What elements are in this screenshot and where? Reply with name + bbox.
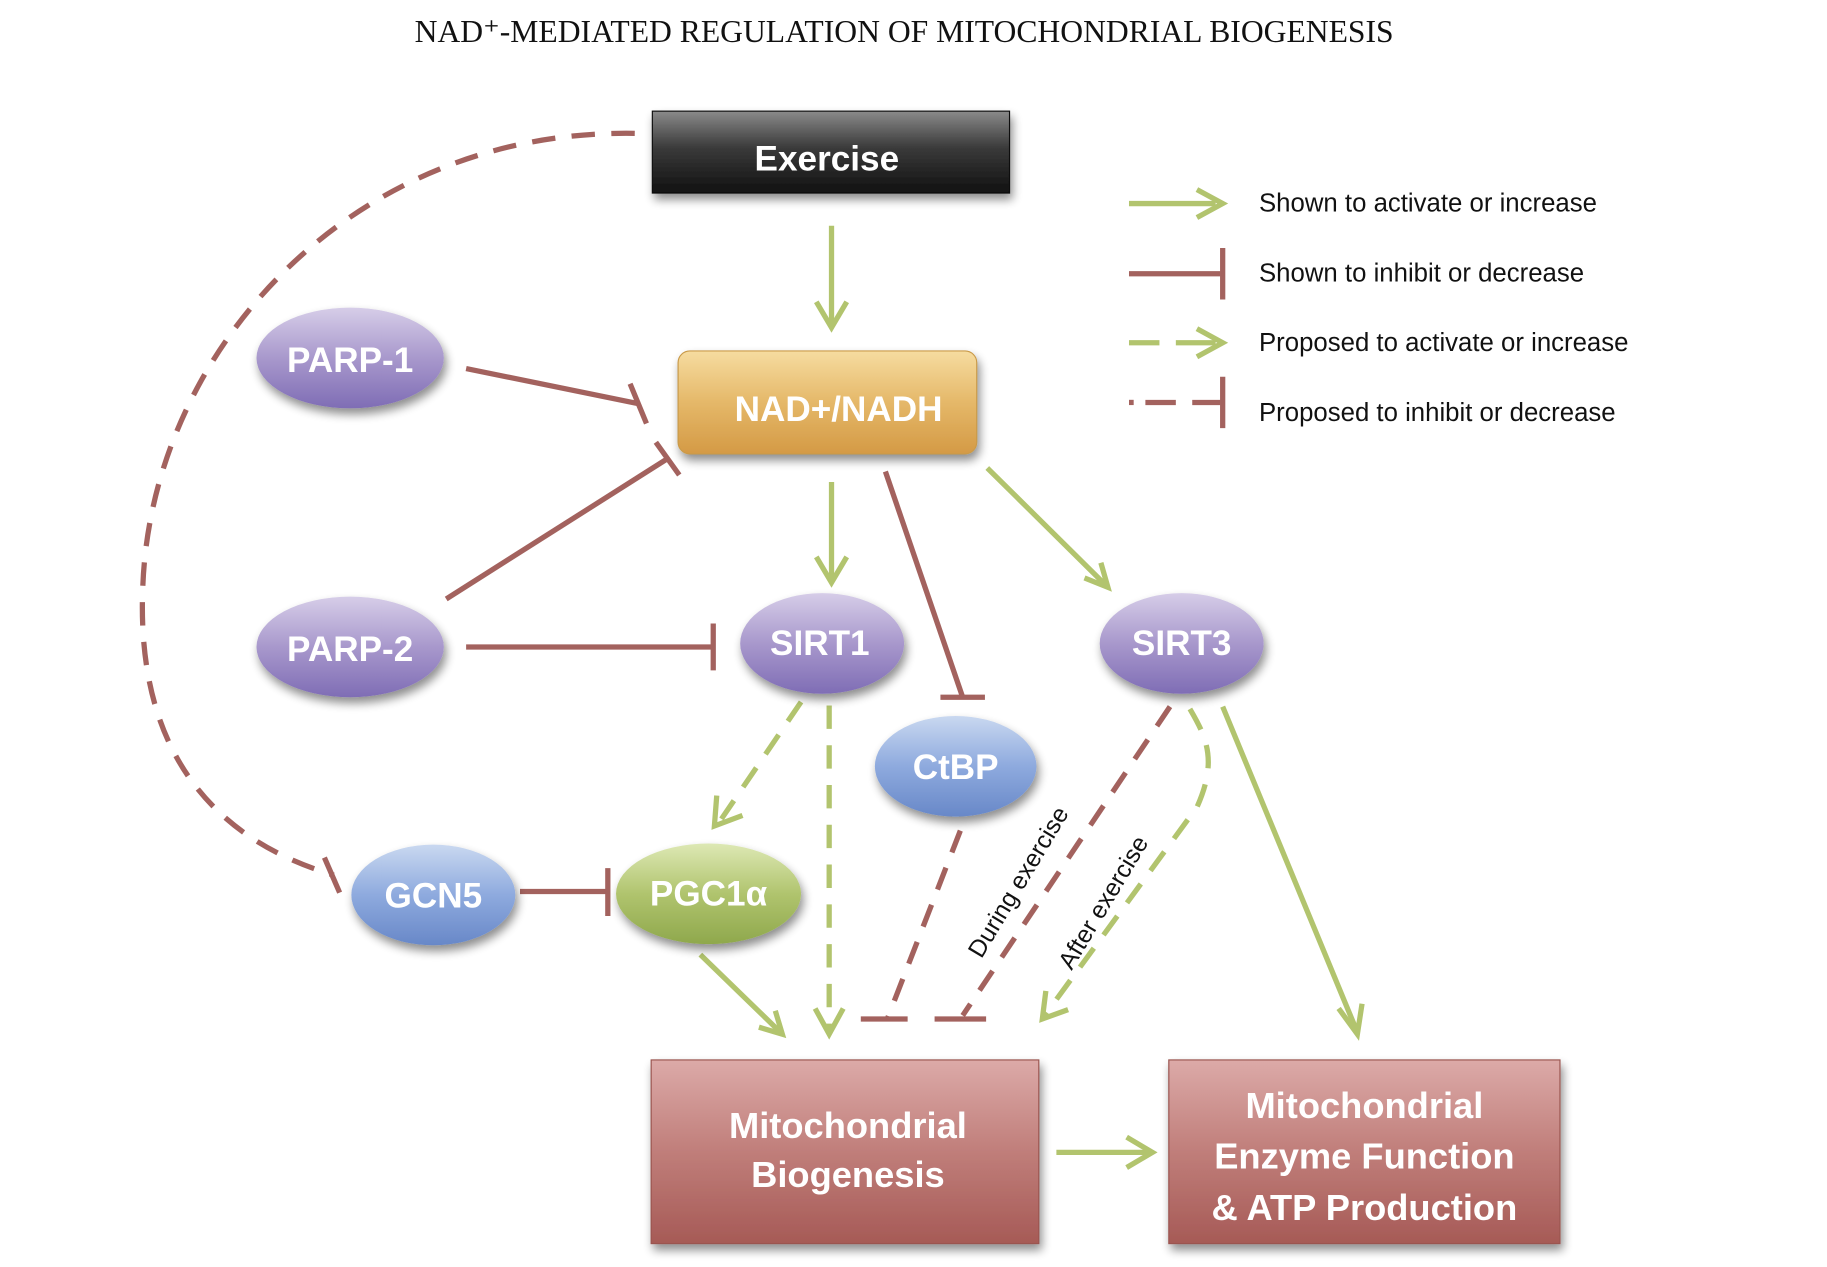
legend-item-proposed-activate: Proposed to activate or increase — [1128, 326, 1628, 360]
node-pgc1a: PGC1α — [616, 843, 802, 945]
edge-exercise-to-nad — [814, 225, 850, 333]
node-gcn5-label: GCN5 — [385, 877, 483, 916]
node-biogenesis-line2: Biogenesis — [751, 1154, 945, 1195]
node-gcn5: GCN5 — [351, 844, 516, 946]
edge-parp1-to-nad — [465, 365, 649, 425]
legend-label-proposed-activate: Proposed to activate or increase — [1259, 329, 1628, 357]
edge-sirt3-to-biogenesis-during — [934, 705, 1173, 1022]
node-nad-label: NAD+/NADH — [735, 390, 943, 429]
node-exercise-label: Exercise — [755, 140, 900, 179]
node-enzyme-line1: Mitochondrial — [1245, 1085, 1483, 1126]
edge-ctbp-to-biogenesis — [860, 829, 963, 1022]
legend-label-proposed-inhibit: Proposed to inhibit or decrease — [1259, 399, 1616, 427]
legend-item-shown-inhibit: Shown to inhibit or decrease — [1128, 248, 1584, 300]
legend-label-shown-activate: Shown to activate or increase — [1259, 190, 1597, 218]
node-ctbp-label: CtBP — [913, 748, 999, 787]
node-enzyme-function: Mitochondrial Enzyme Function & ATP Prod… — [1168, 1059, 1561, 1245]
node-enzyme-line2: Enzyme Function — [1214, 1135, 1514, 1176]
node-biogenesis: Mitochondrial Biogenesis — [650, 1059, 1040, 1245]
edge-nad-to-sirt3 — [985, 466, 1112, 592]
label-during-exercise: During exercise — [963, 802, 1074, 962]
diagram-title: NAD⁺-MEDIATED REGULATION OF MITOCHONDRIA… — [415, 14, 1394, 49]
node-pgc1a-label: PGC1α — [650, 874, 768, 913]
edge-nad-to-ctbp — [882, 470, 985, 700]
node-parp1: PARP-1 — [256, 307, 444, 409]
node-nad: NAD+/NADH — [677, 350, 978, 455]
node-sirt1: SIRT1 — [740, 593, 905, 694]
edge-exercise-to-gcn5 — [139, 130, 635, 894]
legend-label-shown-inhibit: Shown to inhibit or decrease — [1259, 260, 1584, 288]
node-exercise: Exercise — [651, 110, 1011, 194]
edge-sirt1-to-pgc1a — [711, 700, 804, 830]
edge-biogenesis-to-enzyme — [1056, 1134, 1158, 1170]
legend-item-shown-activate: Shown to activate or increase — [1128, 187, 1597, 220]
edge-parp2-to-nad — [444, 440, 682, 602]
legend: Shown to activate or increase Shown to i… — [1128, 187, 1628, 429]
edge-sirt3-to-biogenesis-after — [1039, 707, 1211, 1023]
edge-sirt3-to-enzyme — [1220, 705, 1365, 1041]
edge-parp2-to-sirt1 — [466, 623, 716, 671]
node-biogenesis-line1: Mitochondrial — [729, 1105, 967, 1146]
node-sirt3: SIRT3 — [1099, 593, 1264, 694]
edge-gcn5-to-pgc1a — [519, 868, 611, 917]
edge-pgc1a-to-biogenesis — [698, 952, 787, 1039]
node-parp1-label: PARP-1 — [287, 341, 413, 380]
node-sirt1-label: SIRT1 — [770, 624, 870, 663]
edge-nad-to-sirt1 — [814, 481, 850, 588]
edge-sirt1-to-biogenesis — [812, 705, 846, 1040]
node-parp2-label: PARP-2 — [287, 630, 413, 669]
legend-item-proposed-inhibit: Proposed to inhibit or decrease — [1128, 376, 1616, 429]
node-enzyme-line3: & ATP Production — [1212, 1187, 1518, 1228]
node-sirt3-label: SIRT3 — [1132, 624, 1232, 663]
node-parp2: PARP-2 — [256, 596, 444, 698]
node-ctbp: CtBP — [874, 715, 1037, 817]
